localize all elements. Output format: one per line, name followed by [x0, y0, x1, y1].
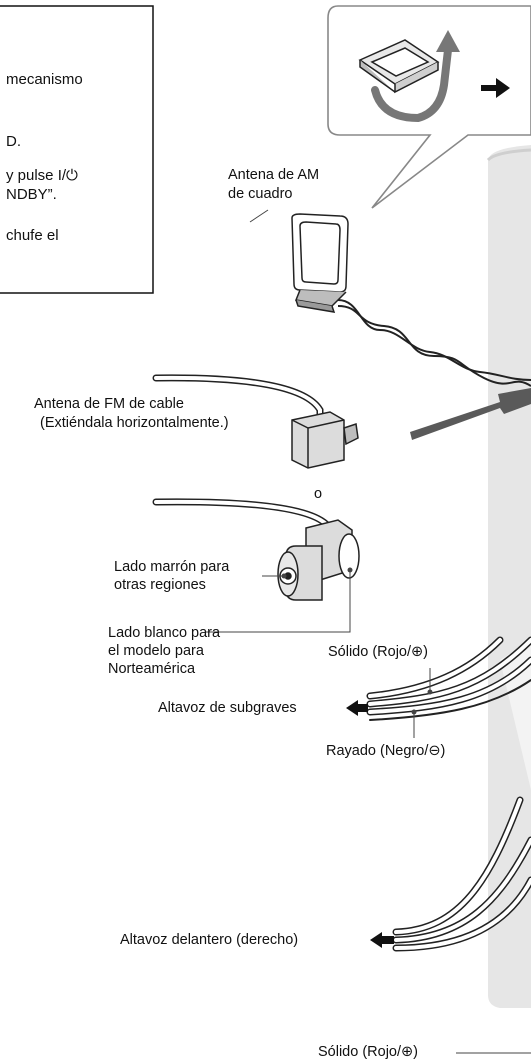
front-right-cable — [392, 796, 531, 952]
brown-side-label-2: otras regiones — [114, 577, 206, 593]
solid-red-label-2: Sólido (Rojo/⊕) — [318, 1044, 418, 1060]
am-loop-antenna — [291, 213, 349, 313]
callout-loop-antenna — [358, 39, 440, 94]
striped-black-label: Rayado (Negro/⊖) — [326, 743, 446, 759]
am-twisted-wire — [337, 299, 531, 381]
front-right-label: Altavoz delantero (derecho) — [120, 932, 299, 948]
note-line-1: mecanismo — [6, 71, 83, 88]
note-line-2: D. — [6, 133, 21, 150]
note-line-5: chufe el — [6, 227, 59, 244]
fm-antenna-label-1: Antena de FM de cable — [34, 396, 184, 412]
am-antenna-label-2: de cuadro — [228, 186, 293, 202]
subwoofer-arrow — [346, 700, 368, 716]
fm-connector-1 — [291, 411, 359, 469]
note-line-3: y pulse I/⏻ — [6, 166, 78, 185]
insert-arrow — [410, 388, 531, 440]
note-line-4: NDBY”. — [6, 186, 57, 203]
solid-red-label: Sólido (Rojo/⊕) — [328, 644, 428, 660]
brown-side-label-1: Lado marrón para — [114, 559, 230, 575]
unit-panel-edge — [486, 148, 531, 162]
front-right-arrow — [370, 932, 394, 948]
callout-arrow-right — [481, 78, 510, 98]
note-box — [0, 5, 154, 294]
fm-antenna-label-2: (Extiéndala horizontalmente.) — [40, 415, 229, 431]
unit-panel — [488, 145, 531, 1008]
white-leader — [206, 572, 351, 633]
white-side-label-2: el modelo para — [108, 643, 204, 659]
subwoofer-label: Altavoz de subgraves — [158, 700, 297, 716]
power-symbol-icon: I/⏻ — [57, 167, 78, 184]
note-line-3-text: y pulse — [6, 167, 58, 184]
white-side-label-3: Norteamérica — [108, 661, 196, 677]
fm-connector-2 — [277, 519, 360, 601]
or-label: o — [314, 486, 323, 502]
am-pointer — [249, 209, 269, 223]
subwoofer-cable — [366, 636, 531, 721]
am-antenna-label-1: Antena de AM — [228, 167, 320, 183]
white-side-label-1: Lado blanco para — [108, 625, 221, 641]
rotate-arrow — [371, 46, 452, 123]
